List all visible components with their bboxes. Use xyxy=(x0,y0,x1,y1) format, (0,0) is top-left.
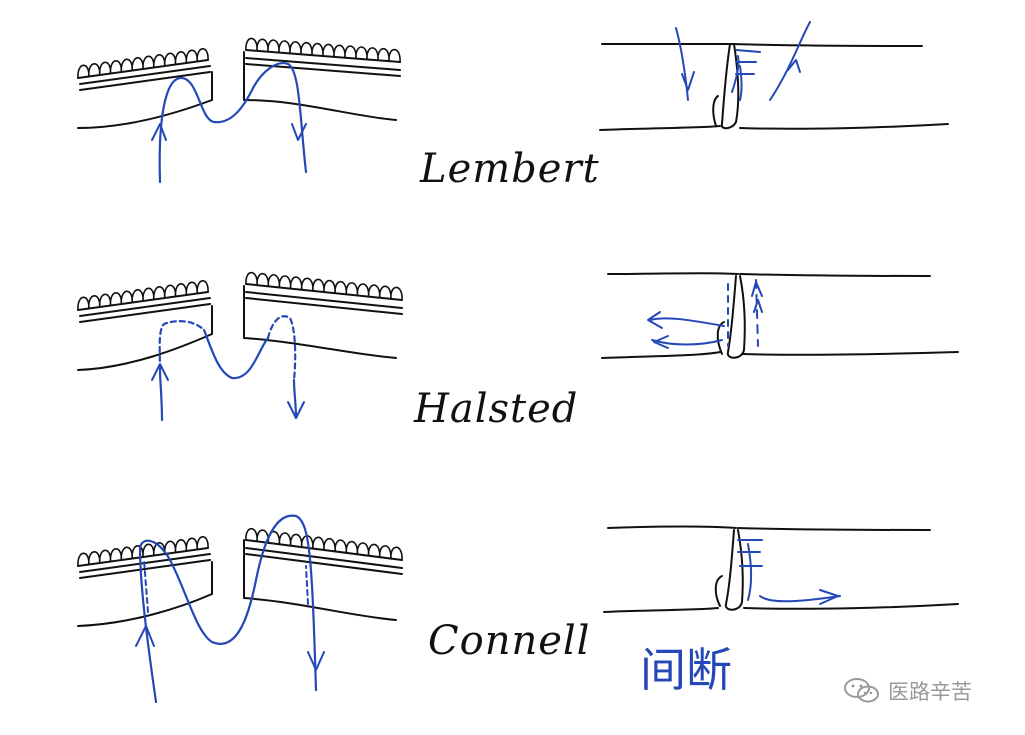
halsted-cross-section xyxy=(77,271,403,422)
halsted-outer-view xyxy=(601,272,959,359)
mucosa-fold xyxy=(245,37,401,63)
suture-line xyxy=(158,328,270,422)
lembert-outer-view xyxy=(599,21,949,131)
mucosa-fold xyxy=(77,279,209,311)
mucosa-teeth xyxy=(77,527,403,567)
mucosa-fold xyxy=(77,535,209,567)
mucosa-fold xyxy=(77,47,209,79)
suture-line xyxy=(266,315,297,382)
watermark: 医路辛苦 xyxy=(842,676,972,706)
mucosa-fold xyxy=(245,527,403,561)
connell-cross-section xyxy=(77,514,403,704)
suture-line xyxy=(158,62,308,184)
mucosa-teeth xyxy=(77,271,403,311)
halsted-label: Halsted xyxy=(414,386,579,432)
mucosa-teeth xyxy=(77,37,401,79)
mucosa-fold xyxy=(245,271,403,301)
suture-line xyxy=(138,514,318,704)
watermark-text: 医路辛苦 xyxy=(888,680,972,704)
handwritten-note: 间断 xyxy=(640,643,732,697)
suture-line xyxy=(158,320,206,372)
connell-label: Connell xyxy=(428,618,591,664)
wechat-icon xyxy=(844,678,879,703)
connell-outer-view xyxy=(603,525,959,613)
lembert-label: Lembert xyxy=(420,146,600,192)
lembert-cross-section xyxy=(77,37,401,184)
